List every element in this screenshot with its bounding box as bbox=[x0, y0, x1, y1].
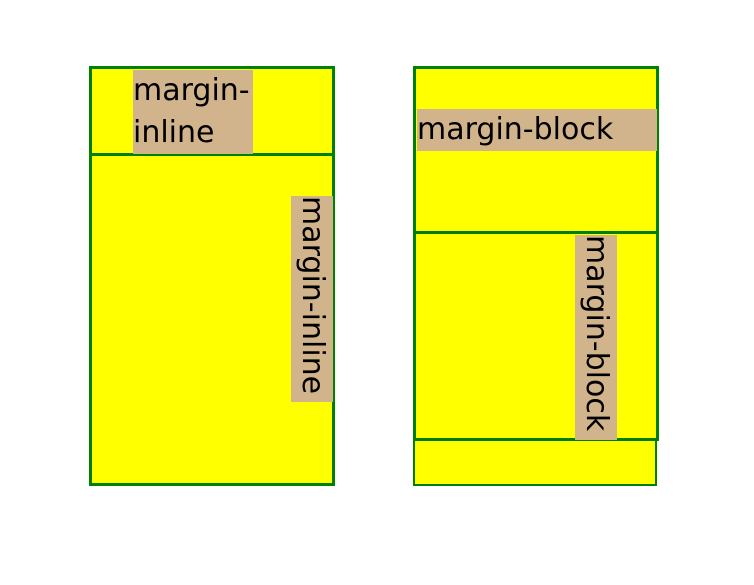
left-top-label-line2: inline bbox=[133, 115, 215, 150]
right-middle-vertical-text: margin-block bbox=[579, 235, 614, 432]
right-middle-margin-block-vertical-label: margin-block bbox=[575, 235, 617, 440]
right-top-label-text: margin-block bbox=[417, 112, 614, 147]
left-bottom-vertical-text: margin-inline bbox=[295, 196, 330, 395]
left-top-label-line1: margin- bbox=[133, 73, 250, 108]
left-bottom-margin-inline-vertical-label: margin-inline bbox=[291, 196, 333, 402]
right-demo-footer-box bbox=[413, 438, 657, 486]
left-top-margin-inline-label: margin- inline bbox=[133, 70, 253, 154]
right-top-margin-block-label: margin-block bbox=[417, 109, 657, 151]
right-demo-middle-box bbox=[413, 231, 659, 441]
left-demo-divider bbox=[89, 153, 335, 156]
